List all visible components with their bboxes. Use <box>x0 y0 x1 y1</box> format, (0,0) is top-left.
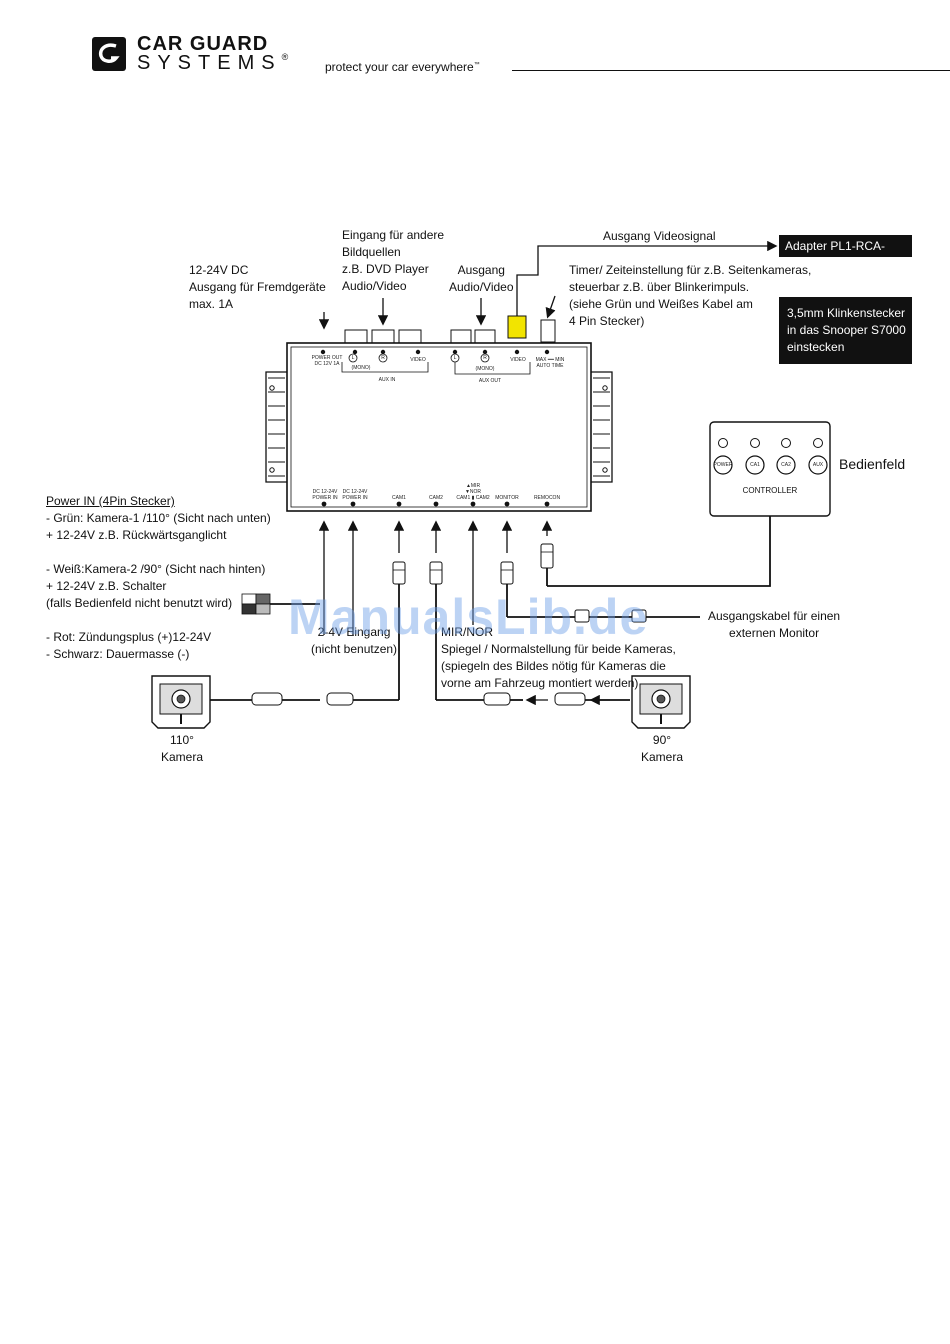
device-label-l1: L <box>351 355 355 361</box>
brand-name-line1: CAR GUARD <box>137 33 269 55</box>
device-label-mir-nor: ▲MIR ▼NOR CAM1 ▮ CAM2 <box>456 483 490 501</box>
label-monitor-cable: Ausgangskabel für einen externen Monitor <box>708 609 841 640</box>
device-label-remocon: REMOCON <box>533 495 561 501</box>
controller-button-ca1: CA1 <box>750 462 760 468</box>
splitter-device <box>265 319 613 512</box>
device-label-power-out: POWER OUT DC 12V 1A <box>311 355 343 367</box>
watermark: ManualsLib.de <box>288 589 649 645</box>
label-power-in-title: Power IN (4Pin Stecker) <box>46 494 175 508</box>
controller-button-aux: AUX <box>812 462 824 468</box>
device-label-aux-in: AUX IN <box>378 377 396 383</box>
label-timer: Timer/ Zeiteinstellung für z.B. Seitenka… <box>569 263 812 328</box>
device-label-mono-2: (MONO) <box>475 366 495 372</box>
label-output-av: Ausgang Audio/Video <box>449 263 514 294</box>
camera-90-icon <box>631 675 691 729</box>
device-label-mono-1: (MONO) <box>351 365 371 371</box>
device-label-dc-out: DC 12-24V POWER IN <box>312 489 338 501</box>
brand-tagline: protect your car everywhere™ <box>325 60 480 74</box>
label-camera-110: 110° Kamera <box>160 733 204 764</box>
device-label-video-1: VIDEO <box>410 357 426 363</box>
label-dc-output: 12-24V DC Ausgang für Fremdgeräte max. 1… <box>189 263 326 311</box>
label-adapter: Adapter PL1-RCA-plug <box>779 235 912 269</box>
device-label-monitor: MONITOR <box>495 495 519 501</box>
controller-button-power: POWER <box>713 462 733 468</box>
device-label-aux-out: AUX OUT <box>478 378 502 384</box>
controller-title: CONTROLLER <box>742 486 798 495</box>
label-dc-input: 2-4V Eingang (nicht benutzen) <box>311 625 398 656</box>
device-label-cam1: CAM1 <box>392 495 406 501</box>
header-rule <box>512 70 950 71</box>
camera-110-icon <box>151 675 211 729</box>
device-label-video-2: VIDEO <box>510 357 526 363</box>
label-camera-90: 90° Kamera <box>640 733 684 764</box>
device-label-r1: R <box>381 355 385 361</box>
brand-name-line2: SYSTEMS® <box>137 52 289 74</box>
controller-panel <box>709 421 831 517</box>
device-label-r2: R <box>483 355 487 361</box>
label-input-other-sources: Eingang für andere Bildquellen z.B. DVD … <box>342 228 445 293</box>
brand-logo-icon <box>92 37 126 71</box>
device-label-cam2: CAM2 <box>429 495 443 501</box>
label-control-panel: Bedienfeld <box>839 456 906 472</box>
controller-button-ca2: CA2 <box>781 462 791 468</box>
device-label-timer: MAX ━━ MIN AUTO TIME <box>535 357 565 369</box>
label-jack-plug: 3,5mm Klinkenstecker in das Snooper S700… <box>787 306 906 354</box>
device-label-power-in: DC 12-24V POWER IN <box>342 489 368 501</box>
device-label-l2: L <box>453 355 457 361</box>
label-mirror: MIR/NOR Spiegel / Normalstellung für bei… <box>441 625 676 690</box>
label-power-in-body: - Grün: Kamera-1 /110° (Sicht nach unten… <box>46 511 271 661</box>
label-video-out: Ausgang Videosignal <box>603 229 716 243</box>
